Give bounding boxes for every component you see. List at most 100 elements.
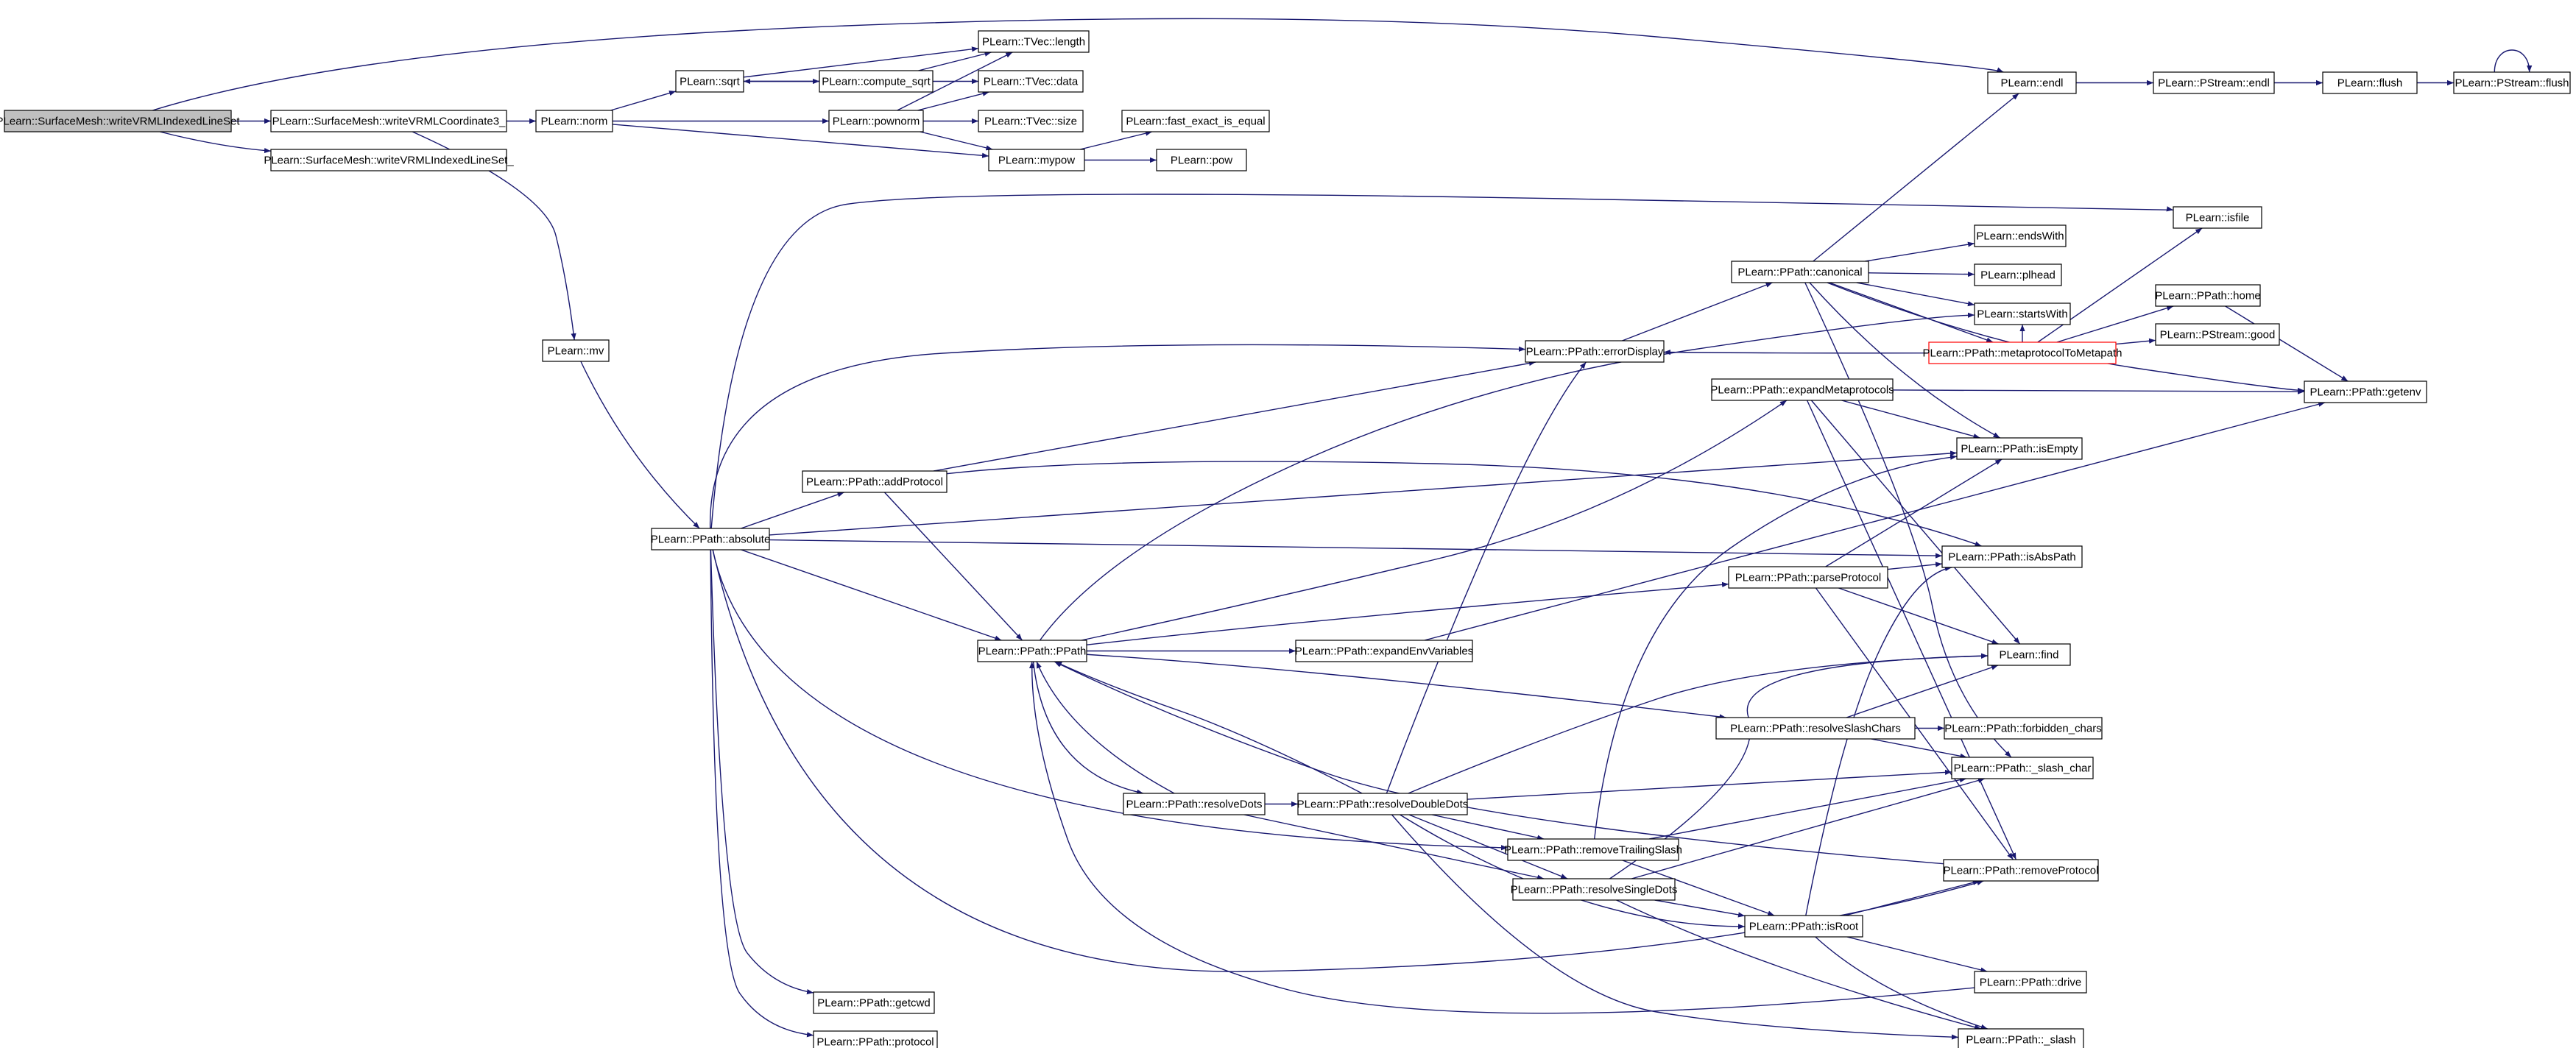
node-isempty[interactable]: PLearn::PPath::isEmpty	[1956, 437, 2083, 460]
node-box	[1731, 261, 1869, 283]
node-forbidden[interactable]: PLearn::PPath::forbidden_chars	[1944, 717, 2103, 740]
edge-absolute-to-protocol	[710, 549, 814, 1038]
node-box	[1944, 717, 2103, 740]
node-label: PLearn::PPath::errorDisplay	[1526, 345, 1664, 358]
node-psgood[interactable]: PLearn::PStream::good	[2155, 323, 2280, 346]
edge-absolute-to-isfile	[710, 194, 2174, 529]
node-label: PLearn::mypow	[998, 154, 1075, 166]
node-addproto[interactable]: PLearn::PPath::addProtocol	[802, 470, 948, 493]
node-label: PLearn::endl	[2000, 77, 2063, 89]
edge-norm-to-sqrt	[610, 91, 677, 111]
node-slashchar[interactable]: PLearn::PPath::_slash_char	[1951, 757, 2094, 779]
node-sqrt[interactable]: PLearn::sqrt	[675, 70, 744, 93]
node-parseproto[interactable]: PLearn::PPath::parseProtocol	[1728, 566, 1888, 589]
node-label: PLearn::PPath::removeProtocol	[1944, 864, 2099, 877]
node-norm[interactable]: PLearn::norm	[535, 110, 613, 132]
node-label: PLearn::plhead	[1980, 269, 2055, 281]
edge-home-to-getenv	[2225, 305, 2349, 382]
node-box	[2304, 380, 2427, 403]
node-expenv[interactable]: PLearn::PPath::expandEnvVariables	[1295, 640, 1473, 662]
node-flush[interactable]: PLearn::flush	[2322, 71, 2418, 94]
node-isabs[interactable]: PLearn::PPath::isAbsPath	[1941, 545, 2083, 568]
node-slash[interactable]: PLearn::PPath::_slash	[1958, 1028, 2084, 1048]
node-label: PLearn::TVec::data	[984, 75, 1079, 88]
node-wilsu[interactable]: PLearn::SurfaceMesh::writeVRMLIndexedLin…	[264, 149, 514, 171]
node-endl[interactable]: PLearn::endl	[1987, 71, 2077, 94]
node-endswith[interactable]: PLearn::endsWith	[1974, 224, 2067, 247]
node-drive[interactable]: PLearn::PPath::drive	[1974, 971, 2087, 994]
node-remtrail[interactable]: PLearn::PPath::removeTrailingSlash	[1504, 838, 1682, 861]
edge-resddots-to-slash	[1391, 814, 1959, 1040]
node-resdots[interactable]: PLearn::PPath::resolveDots	[1123, 793, 1266, 815]
node-label: PLearn::TVec::length	[982, 35, 1085, 48]
node-wcoord3[interactable]: PLearn::SurfaceMesh::writeVRMLCoordinate…	[270, 110, 507, 132]
node-psendl[interactable]: PLearn::PStream::endl	[2153, 71, 2275, 94]
node-home[interactable]: PLearn::PPath::home	[2155, 284, 2261, 307]
node-box	[2155, 323, 2280, 346]
node-box	[270, 149, 507, 171]
edge-expmeta-to-remproto	[1806, 400, 2017, 860]
edge-ppath-to-resdots	[1032, 661, 1144, 795]
edge-isroot-to-remproto	[1845, 879, 1980, 916]
node-label: PLearn::PStream::good	[2160, 328, 2276, 341]
edge-ppath-to-startswith	[1040, 312, 1975, 641]
node-box	[2173, 206, 2262, 229]
node-meta2[interactable]: PLearn::PPath::metaprotocolToMetapath	[1923, 341, 2122, 364]
node-label: PLearn::TVec::size	[984, 115, 1077, 127]
node-tlength[interactable]: PLearn::TVec::length	[978, 30, 1090, 53]
node-box	[1711, 378, 1894, 401]
node-getenv[interactable]: PLearn::PPath::getenv	[2304, 380, 2427, 403]
node-resslash[interactable]: PLearn::PPath::resolveSlashChars	[1715, 717, 1916, 740]
node-resddots[interactable]: PLearn::PPath::resolveDoubleDots	[1297, 793, 1469, 815]
node-errdisp[interactable]: PLearn::PPath::errorDisplay	[1525, 340, 1665, 363]
edge-remtrail-to-slashchar	[1649, 777, 1966, 840]
node-isroot[interactable]: PLearn::PPath::isRoot	[1744, 915, 1863, 938]
node-ressdots[interactable]: PLearn::PPath::resolveSingleDots	[1511, 878, 1678, 901]
node-box	[988, 149, 1085, 171]
edge-resslash-to-find	[1846, 665, 1999, 718]
node-box	[1958, 1028, 2084, 1048]
node-absolute[interactable]: PLearn::PPath::absolute	[651, 528, 771, 550]
node-box	[1525, 340, 1665, 363]
node-protocol[interactable]: PLearn::PPath::protocol	[813, 1030, 938, 1048]
edge-absolute-to-getcwd	[710, 549, 814, 995]
edge-ppath-to-resslash	[1086, 654, 1726, 720]
edge-expmeta-to-getenv	[1892, 389, 2305, 394]
node-box	[651, 528, 770, 550]
node-tdata[interactable]: PLearn::TVec::data	[978, 70, 1084, 93]
node-tsize[interactable]: PLearn::TVec::size	[978, 110, 1084, 132]
node-pow[interactable]: PLearn::pow	[1156, 149, 1247, 171]
node-label: PLearn::PPath::getcwd	[817, 996, 930, 1009]
node-ppath[interactable]: PLearn::PPath::PPath	[977, 640, 1087, 662]
edge-root-to-wilsu	[160, 131, 272, 154]
node-psflush[interactable]: PLearn::PStream::flush	[2453, 71, 2571, 94]
node-canonical[interactable]: PLearn::PPath::canonical	[1731, 261, 1869, 283]
edge-resddots-to-remtrail	[1431, 814, 1545, 840]
node-label: PLearn::PStream::flush	[2455, 77, 2569, 89]
node-plhead[interactable]: PLearn::plhead	[1974, 263, 2062, 286]
node-pownorm[interactable]: PLearn::pownorm	[828, 110, 924, 132]
node-label: PLearn::PPath::getenv	[2310, 386, 2421, 398]
node-startswith[interactable]: PLearn::startsWith	[1974, 302, 2071, 325]
node-box	[802, 470, 948, 493]
node-getcwd[interactable]: PLearn::PPath::getcwd	[813, 991, 935, 1014]
node-mypow[interactable]: PLearn::mypow	[988, 149, 1085, 171]
node-box	[1987, 71, 2077, 94]
node-feie[interactable]: PLearn::fast_exact_is_equal	[1121, 110, 1270, 132]
edge-mypow-to-feie	[1079, 130, 1153, 150]
node-find[interactable]: PLearn::find	[1987, 643, 2071, 666]
edge-canonical-to-meta2	[1829, 282, 1994, 343]
node-csqrt[interactable]: PLearn::compute_sqrt	[819, 70, 934, 93]
edge-absolute-to-addproto	[741, 492, 844, 529]
node-box	[1974, 224, 2067, 247]
node-mv[interactable]: PLearn::mv	[542, 339, 610, 362]
node-remproto[interactable]: PLearn::PPath::removeProtocol	[1943, 859, 2099, 882]
edge-canonical-to-plhead	[1868, 271, 1975, 277]
node-label: PLearn::PPath::parseProtocol	[1735, 571, 1881, 584]
node-box	[1941, 545, 2083, 568]
edge-absolute-to-ppath	[741, 549, 1002, 641]
node-expmeta[interactable]: PLearn::PPath::expandMetaprotocols	[1710, 378, 1894, 401]
node-label: PLearn::compute_sqrt	[822, 75, 931, 88]
node-isfile[interactable]: PLearn::isfile	[2173, 206, 2262, 229]
node-label: PLearn::PPath::removeTrailingSlash	[1504, 843, 1682, 856]
